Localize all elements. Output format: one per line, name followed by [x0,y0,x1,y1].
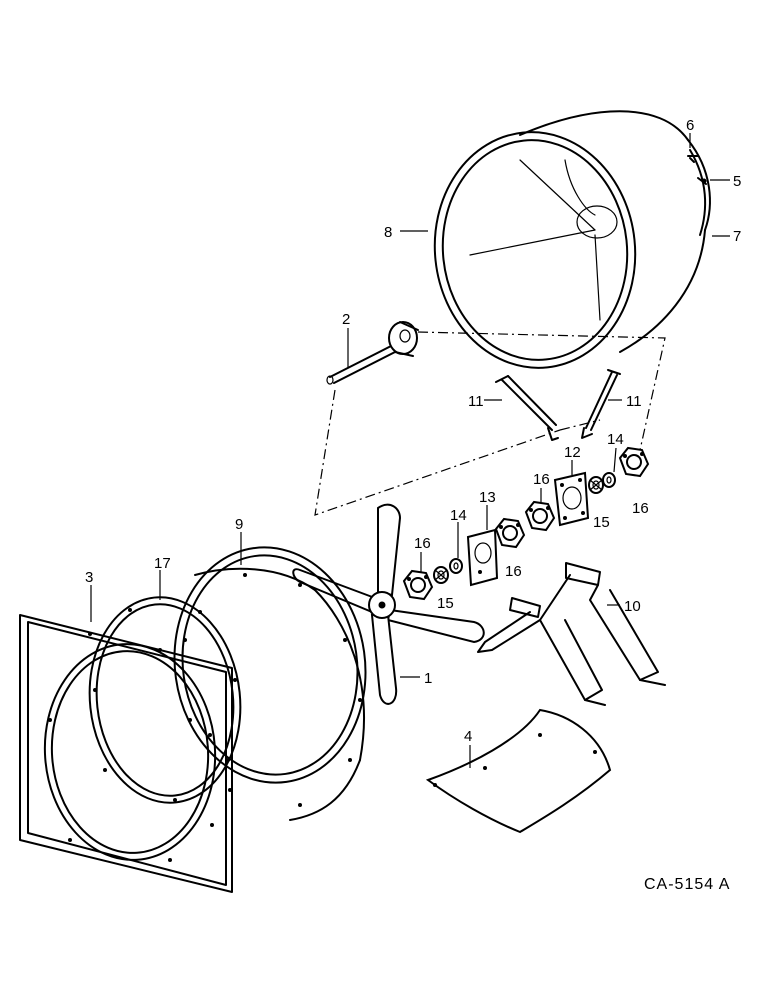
callout-11-left: 11 [468,393,484,410]
callout-16-left: 16 [414,535,431,552]
leader-lines [90,133,730,768]
brace-left [495,375,559,441]
callout-17: 17 [154,555,171,572]
callout-9: 9 [235,516,243,533]
collar [449,558,463,574]
mounting-plate [466,528,499,587]
gasket-ring [88,596,242,804]
front-panel [19,614,233,893]
callout-16-upper: 16 [533,471,550,488]
shroud-ring [173,546,367,821]
callout-5: 5 [733,173,741,190]
shaft [326,321,419,385]
flange-bearing [494,517,526,549]
collar [602,472,616,488]
callout-16-far-right: 16 [632,500,649,517]
support-bracket [477,562,666,706]
flange-bearing [618,446,650,478]
callout-1: 1 [424,670,432,687]
housing-screw [697,177,707,185]
callout-3: 3 [85,569,93,586]
callout-8: 8 [384,224,392,241]
callout-13: 13 [479,489,496,506]
deflector-shield [425,708,612,834]
callout-2: 2 [342,311,350,328]
callout-10: 10 [624,598,641,615]
reference-line [314,389,561,516]
callout-14-upper: 14 [607,431,624,448]
callout-14-lower: 14 [450,507,467,524]
drawing-code: CA-5154 A [644,876,730,893]
brace-right [581,369,621,439]
fan-housing-drum [433,110,711,369]
callout-6: 6 [686,117,694,134]
housing-clip [687,155,699,163]
callout-15-upper: 15 [593,514,610,531]
callout-7: 7 [733,228,741,245]
flange-bearing [402,569,434,601]
reference-line [559,419,601,431]
flange-bearing [524,500,556,532]
callout-11-right: 11 [626,393,642,410]
callout-16-middle: 16 [505,563,522,580]
callout-4: 4 [464,728,472,745]
reference-line [417,331,666,451]
fan-blade [292,503,485,705]
callout-12: 12 [564,444,581,461]
callout-15-lower: 15 [437,595,454,612]
bearing-plate [553,471,590,527]
lock-ring [588,476,604,494]
lock-ring [433,566,449,584]
